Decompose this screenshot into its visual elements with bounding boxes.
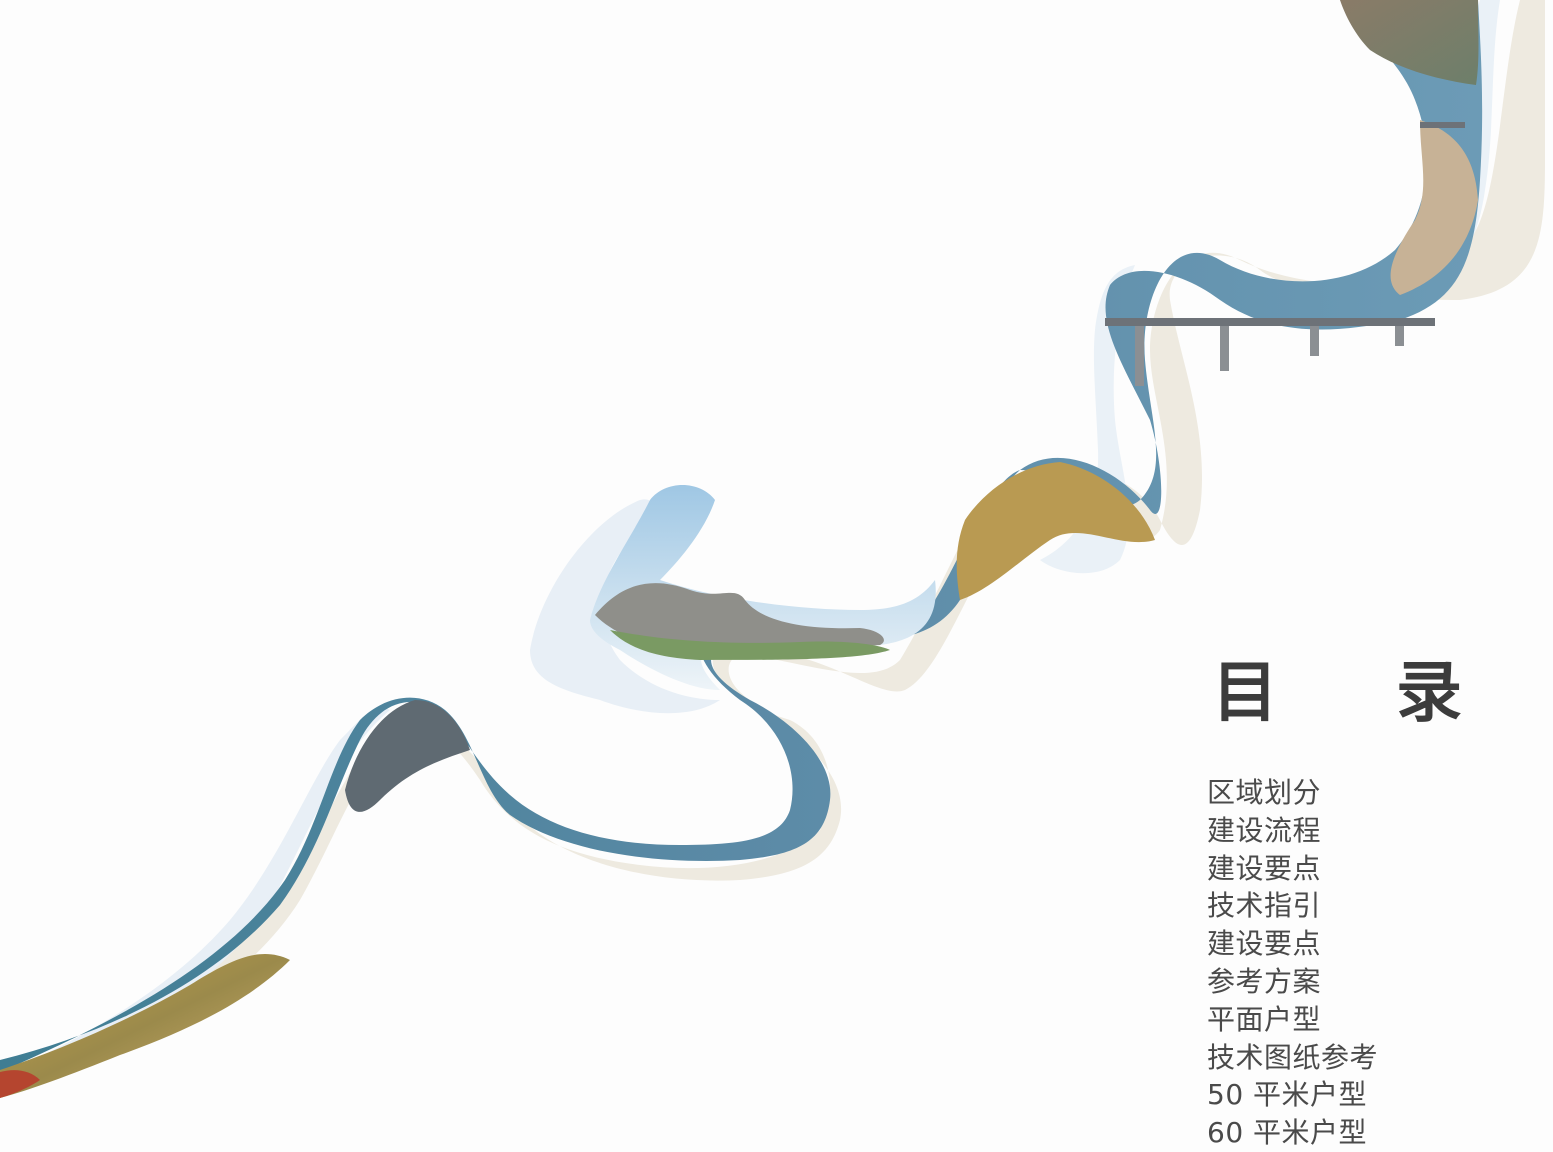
- toc-heading-left: 目: [1212, 653, 1278, 731]
- toc-item[interactable]: 建设要点: [1207, 851, 1322, 885]
- ribbon-photo-rock-mountain: [1340, 0, 1479, 85]
- ribbon-shadow-blue-2: [530, 499, 720, 714]
- toc-item[interactable]: 60 平米户型: [1207, 1116, 1368, 1150]
- toc-heading-right: 录: [1396, 653, 1462, 731]
- toc-item[interactable]: 平面户型: [1207, 1002, 1322, 1036]
- ribbon-photo-dark-mountain: [345, 700, 470, 812]
- toc-item[interactable]: 技术指引: [1207, 889, 1322, 923]
- ribbon-photo-autumn-trees: [0, 954, 290, 1098]
- toc-heading: 目 录: [1212, 652, 1462, 732]
- ribbon-photo-water: [0, 0, 1483, 1072]
- toc-item[interactable]: 建设流程: [1207, 813, 1322, 847]
- toc-item[interactable]: 区域划分: [1207, 776, 1322, 809]
- toc-item[interactable]: 技术图纸参考: [1207, 1040, 1379, 1074]
- ribbon-shadow-blue-4: [1430, 0, 1500, 285]
- ribbon-shadow-blue: [0, 707, 390, 1090]
- ribbon-photo-meadow: [610, 630, 890, 660]
- toc-list: 区域划分 建设流程 建设要点 技术指引 建设要点 参考方案 平面户型 技术图纸参…: [1207, 774, 1378, 1152]
- ribbon-photo-bridge: [1105, 122, 1465, 386]
- toc-item[interactable]: 50 平米户型: [1207, 1078, 1368, 1112]
- ribbon-photo-autumn-hill: [956, 462, 1155, 600]
- toc-item[interactable]: 建设要点: [1207, 927, 1322, 961]
- ribbon-photo-riverbed: [1390, 120, 1478, 295]
- toc-item[interactable]: 参考方案: [1207, 964, 1322, 998]
- ribbon-photo-mountain: [595, 583, 884, 647]
- ribbon-photo-red-leaves: [0, 1070, 40, 1098]
